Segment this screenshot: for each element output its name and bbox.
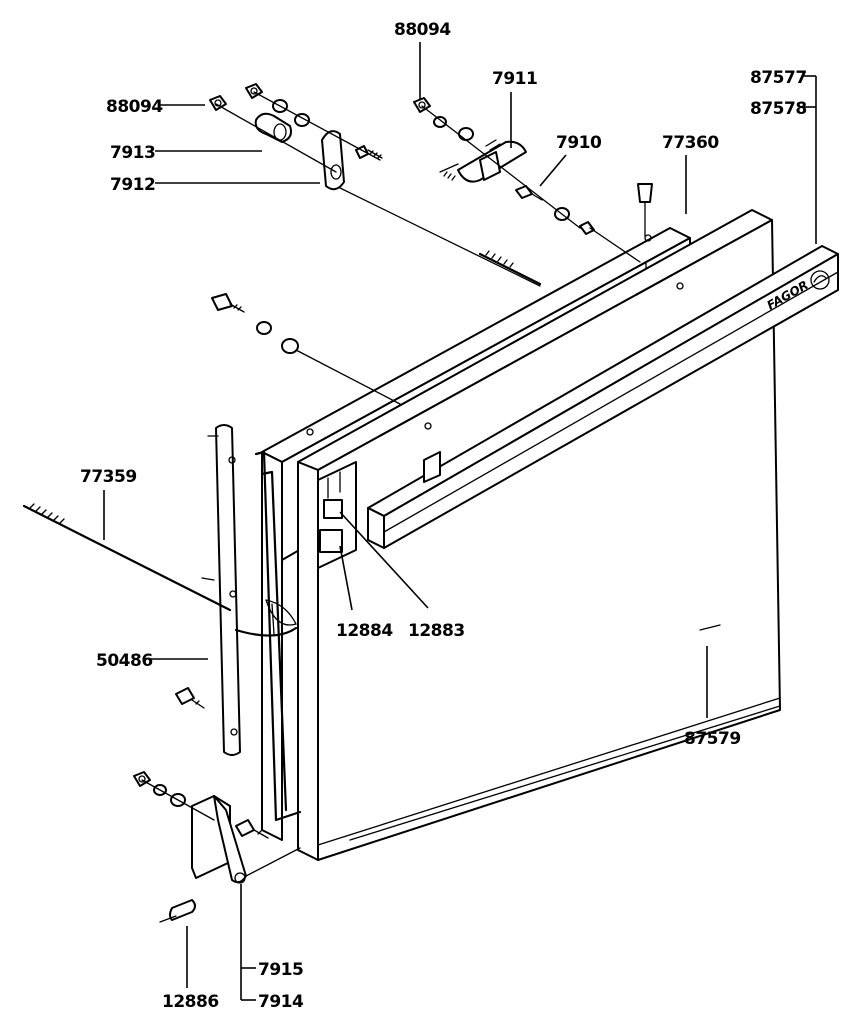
door-seal [234,450,302,822]
top-left-hinge-hardware [209,83,383,191]
bottom-hinge-bracket [133,771,301,923]
label-12886: 12886 [162,992,219,1012]
label-7914: 7914 [258,992,304,1012]
callout-leaders [103,42,817,1001]
label-88094-left: 88094 [106,97,163,117]
lower-screw [175,687,205,709]
long-threaded-rod [22,503,232,612]
middle-screw-set [211,293,401,405]
label-87578: 87578 [750,99,807,119]
top-right-hinge-hardware [413,97,653,269]
side-trim-strip [201,424,241,756]
label-7910: 7910 [556,133,602,153]
label-87579: 87579 [684,729,741,749]
label-7913: 7913 [110,143,155,163]
door-lock-bracket [317,461,357,569]
label-88094-top: 88094 [394,20,451,40]
label-77360: 77360 [662,133,719,153]
label-7911: 7911 [492,69,537,89]
label-7912: 7912 [110,175,155,195]
label-12883: 12883 [408,621,465,641]
door-handle: FAGOR [367,245,839,549]
label-12884: 12884 [336,621,393,641]
label-50486: 50486 [96,651,153,671]
label-87577: 87577 [750,68,807,88]
label-77359: 77359 [80,467,137,487]
callout-labels: 88094 88094 7911 7910 7913 7912 77360 87… [80,20,807,1012]
top-tie-rod [335,185,542,287]
label-7915: 7915 [258,960,303,980]
